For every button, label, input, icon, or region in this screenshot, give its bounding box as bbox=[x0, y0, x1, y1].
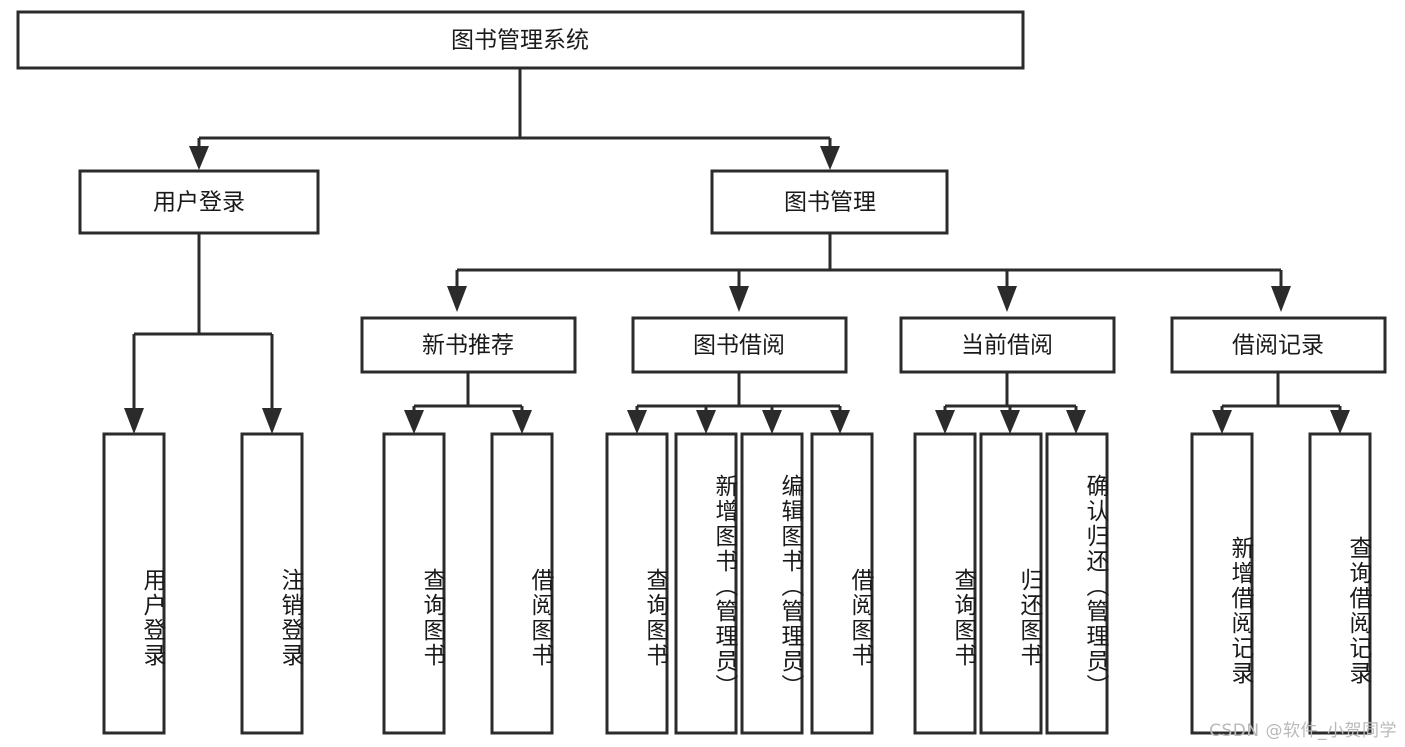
leaf-box-user-login[interactable] bbox=[102, 432, 166, 735]
connector-book-manage-to-level3 bbox=[447, 233, 1291, 312]
borrow-record-box-rect bbox=[1170, 316, 1387, 374]
arrow-to-leaf-borrow-book-nbr bbox=[512, 410, 532, 434]
connector-new-book-recommend-to-leaves bbox=[404, 372, 532, 434]
arrow-to-leaf-return-book bbox=[1000, 410, 1020, 434]
book-manage-box-rect bbox=[710, 169, 949, 235]
connector-root-to-level2 bbox=[189, 68, 840, 170]
new-book-recommend-box-rect bbox=[360, 316, 577, 374]
leaf-box-add-record[interactable] bbox=[1190, 432, 1254, 735]
leaf-box-confirm-return[interactable] bbox=[1045, 432, 1109, 735]
root-box-label: 图书管理系统 bbox=[451, 28, 589, 54]
watermark-text: CSDN @软件_小贺同学 bbox=[1209, 721, 1397, 741]
connector-user-login-to-leaves bbox=[124, 233, 282, 434]
root-box-rect bbox=[16, 10, 1025, 70]
arrow-to-leaf-borrow-book-bb bbox=[830, 410, 850, 434]
node-root-system[interactable]: 图书管理系统 bbox=[16, 10, 1025, 70]
node-new-book-recommend[interactable]: 新书推荐 bbox=[360, 316, 577, 374]
leaf-box-borrow-book-nbr[interactable] bbox=[490, 432, 554, 735]
arrow-to-leaf-query-book-bb bbox=[627, 410, 647, 434]
borrow-record-box-label: 借阅记录 bbox=[1232, 333, 1324, 359]
arrow-to-book-borrow bbox=[729, 286, 749, 312]
arrow-to-leaf-edit-book bbox=[762, 410, 782, 434]
arrow-to-leaf-query-book-cb bbox=[935, 410, 955, 434]
arrow-to-leaf-user-login bbox=[124, 408, 144, 434]
leaf-box-logout[interactable] bbox=[240, 432, 304, 735]
leaf-box-query-book-cb[interactable] bbox=[913, 432, 977, 735]
new-book-recommend-box-label: 新书推荐 bbox=[422, 333, 514, 359]
node-user-login[interactable]: 用户登录 bbox=[78, 169, 320, 235]
book-borrow-box-rect bbox=[631, 316, 848, 374]
connector-current-borrow-to-leaves bbox=[935, 372, 1086, 434]
node-book-borrow[interactable]: 图书借阅 bbox=[631, 316, 848, 374]
connector-borrow-record-to-leaves bbox=[1212, 372, 1350, 434]
user-login-box-label: 用户登录 bbox=[153, 190, 245, 216]
arrow-to-current-borrow bbox=[997, 286, 1017, 312]
node-borrow-record[interactable]: 借阅记录 bbox=[1170, 316, 1387, 374]
arrow-to-leaf-logout bbox=[262, 408, 282, 434]
arrow-to-new-book-recommend bbox=[447, 286, 467, 312]
arrow-to-user-login bbox=[189, 146, 209, 170]
book-borrow-box-label: 图书借阅 bbox=[693, 333, 785, 359]
arrow-to-leaf-add-record bbox=[1212, 410, 1232, 434]
connector-book-borrow-to-leaves bbox=[627, 372, 850, 434]
arrow-to-leaf-add-book bbox=[696, 410, 716, 434]
leaf-box-query-book-bb[interactable] bbox=[605, 432, 669, 735]
arrow-to-borrow-record bbox=[1271, 286, 1291, 312]
arrow-to-leaf-confirm-return bbox=[1066, 410, 1086, 434]
leaf-box-add-book[interactable] bbox=[674, 432, 738, 735]
arrow-to-leaf-query-book-nbr bbox=[404, 410, 424, 434]
current-borrow-box-label: 当前借阅 bbox=[961, 333, 1053, 359]
leaf-box-return-book[interactable] bbox=[979, 432, 1043, 735]
book-manage-box-label: 图书管理 bbox=[784, 190, 876, 216]
arrow-to-leaf-query-record bbox=[1330, 410, 1350, 434]
leaf-box-query-record[interactable] bbox=[1308, 432, 1372, 735]
current-borrow-box-rect bbox=[899, 316, 1116, 374]
leaf-box-edit-book[interactable] bbox=[740, 432, 804, 735]
leaf-box-borrow-book-bb[interactable] bbox=[810, 432, 874, 735]
node-current-borrow[interactable]: 当前借阅 bbox=[899, 316, 1116, 374]
leaf-box-query-book-nbr[interactable] bbox=[382, 432, 446, 735]
node-book-manage[interactable]: 图书管理 bbox=[710, 169, 949, 235]
arrow-to-book-manage bbox=[820, 146, 840, 170]
